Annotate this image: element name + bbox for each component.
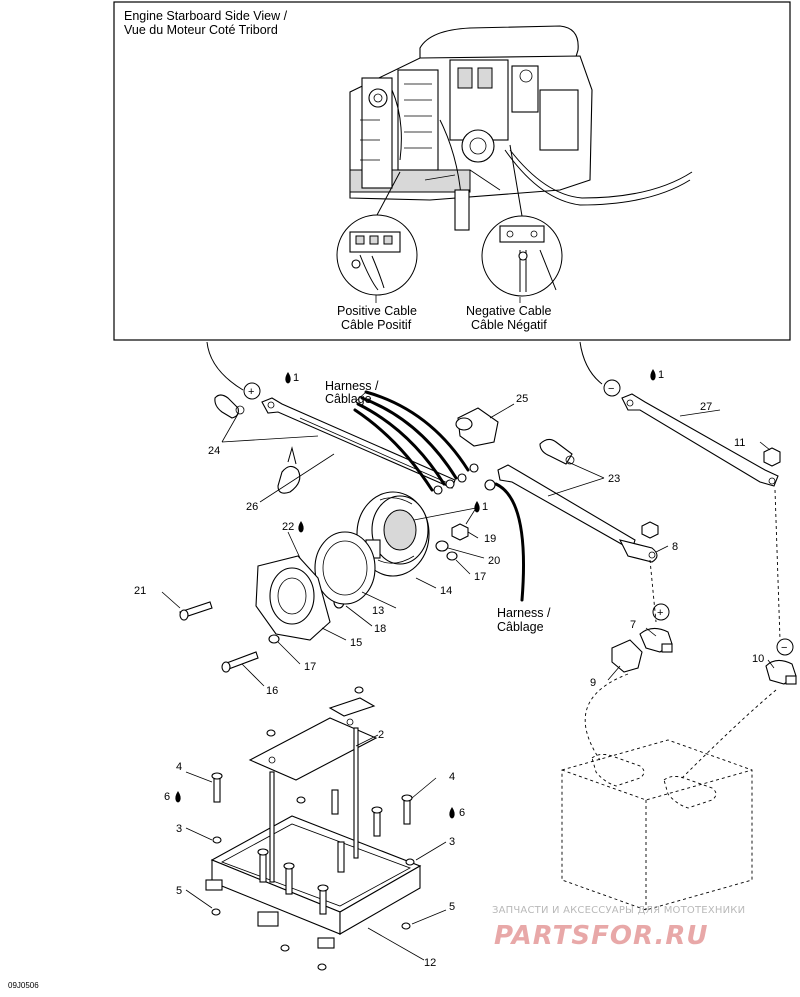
washer-17a (446, 551, 458, 561)
harness-label-top-en: Harness / (325, 379, 379, 393)
washer-20 (435, 540, 449, 552)
washer-19 (451, 523, 469, 541)
callout-5b: 5 (449, 901, 455, 913)
battery-clamp-10 (765, 659, 797, 685)
callout-4b: 4 (449, 771, 455, 783)
callout-14: 14 (440, 585, 452, 597)
positive-cable-label-en: Positive Cable (337, 304, 417, 318)
washer-17b (268, 634, 280, 644)
screw-16 (221, 651, 259, 673)
callout-1c: 1 (482, 501, 488, 513)
callout-19: 19 (484, 533, 496, 545)
callout-15: 15 (350, 637, 362, 649)
negative-detail-circle (481, 144, 563, 297)
callout-17a: 17 (474, 571, 486, 583)
loctite-drop-icon (474, 501, 480, 513)
loctite-drop-icon (175, 791, 181, 803)
callout-numbers: 1 1 1 2 3 3 4 4 5 5 6 6 7 8 9 10 11 12 1… (134, 369, 764, 969)
callout-3b: 3 (449, 836, 455, 848)
watermark-logo: PARTSFOR.RU (494, 921, 708, 951)
callout-20: 20 (488, 555, 500, 567)
callout-11: 11 (734, 437, 745, 449)
negative-cable-label-en: Negative Cable (466, 304, 552, 318)
harness-label-bottom-fr: Câblage (497, 620, 544, 634)
gasket-13 (314, 531, 376, 605)
dashed-lead-positive (584, 673, 629, 761)
harness-label-top-fr: Câblage (325, 392, 372, 406)
cable-23 (484, 464, 658, 563)
svg-text:−: − (608, 383, 614, 395)
inset-title-line2: Vue du Moteur Coté Tribord (124, 23, 278, 37)
positive-leader-line (206, 341, 244, 391)
callout-2: 2 (378, 729, 384, 741)
terminal-boot-23 (539, 438, 575, 465)
callout-leaders (161, 391, 775, 961)
engine-illustration (349, 25, 693, 231)
tie-wrap-26 (277, 446, 301, 494)
figure-code: 09J0506 (8, 981, 39, 990)
svg-text:+: + (657, 607, 663, 619)
callout-18: 18 (374, 623, 386, 635)
callout-6b: 6 (459, 807, 465, 819)
negative-leader-line (579, 341, 603, 385)
callout-22: 22 (282, 521, 294, 533)
positive-cable-label-fr: Câble Positif (341, 318, 412, 332)
positive-detail-circle (336, 171, 418, 296)
callout-13: 13 (372, 605, 384, 617)
nut-8 (641, 521, 659, 539)
battery (561, 739, 753, 911)
callout-5a: 5 (176, 885, 182, 897)
bracket-15 (255, 555, 331, 641)
harness-label-bottom-en: Harness / (497, 606, 551, 620)
dashed-lead-negative (679, 689, 777, 781)
callout-17b: 17 (304, 661, 316, 673)
callout-10: 10 (752, 653, 764, 665)
callout-26: 26 (246, 501, 258, 513)
negative-cable-27 (621, 393, 779, 487)
svg-text:−: − (781, 642, 787, 654)
negative-cable-label-fr: Câble Négatif (471, 318, 547, 332)
plus-symbol-battery-icon: + (652, 603, 670, 621)
harness-wire-bottom (494, 482, 525, 602)
loctite-drop-icon (650, 369, 656, 381)
callout-7: 7 (630, 619, 636, 631)
callout-21: 21 (134, 585, 146, 597)
callout-27: 27 (700, 401, 712, 413)
loctite-drop-icon (285, 372, 291, 384)
callout-25: 25 (516, 393, 528, 405)
loctite-drop-icon (449, 807, 455, 819)
battery-clamp-7 (639, 627, 673, 653)
callout-1a: 1 (293, 372, 299, 384)
boot-9 (611, 639, 643, 673)
nut-11 (763, 447, 781, 467)
terminal-boot-25 (455, 407, 499, 447)
harness-wires-top (353, 390, 479, 495)
loctite-drop-icons (175, 369, 656, 819)
callout-1b: 1 (658, 369, 664, 381)
callout-8: 8 (672, 541, 678, 553)
plus-symbol-icon: + (243, 382, 261, 400)
minus-symbol-battery-icon: − (776, 638, 794, 656)
callout-16: 16 (266, 685, 278, 697)
callout-3a: 3 (176, 823, 182, 835)
callout-4a: 4 (176, 761, 182, 773)
hold-down-strap-2 (248, 697, 378, 781)
callout-23: 23 (608, 473, 620, 485)
loctite-drop-icon (298, 521, 304, 533)
inset-title-line1: Engine Starboard Side View / (124, 9, 288, 23)
svg-text:+: + (248, 386, 254, 398)
minus-symbol-icon: − (603, 379, 621, 397)
callout-12: 12 (424, 957, 436, 969)
rods-and-screws (211, 686, 415, 971)
watermark-subtitle: ЗАПЧАСТИ И АКСЕССУАРЫ ДЛЯ МОТОТЕХНИКИ (492, 905, 745, 916)
callout-9: 9 (590, 677, 596, 689)
callout-6a: 6 (164, 791, 170, 803)
battery-tray-12 (205, 815, 422, 949)
terminal-boot-24 (214, 394, 245, 419)
screw-21 (179, 601, 213, 621)
callout-24: 24 (208, 445, 220, 457)
